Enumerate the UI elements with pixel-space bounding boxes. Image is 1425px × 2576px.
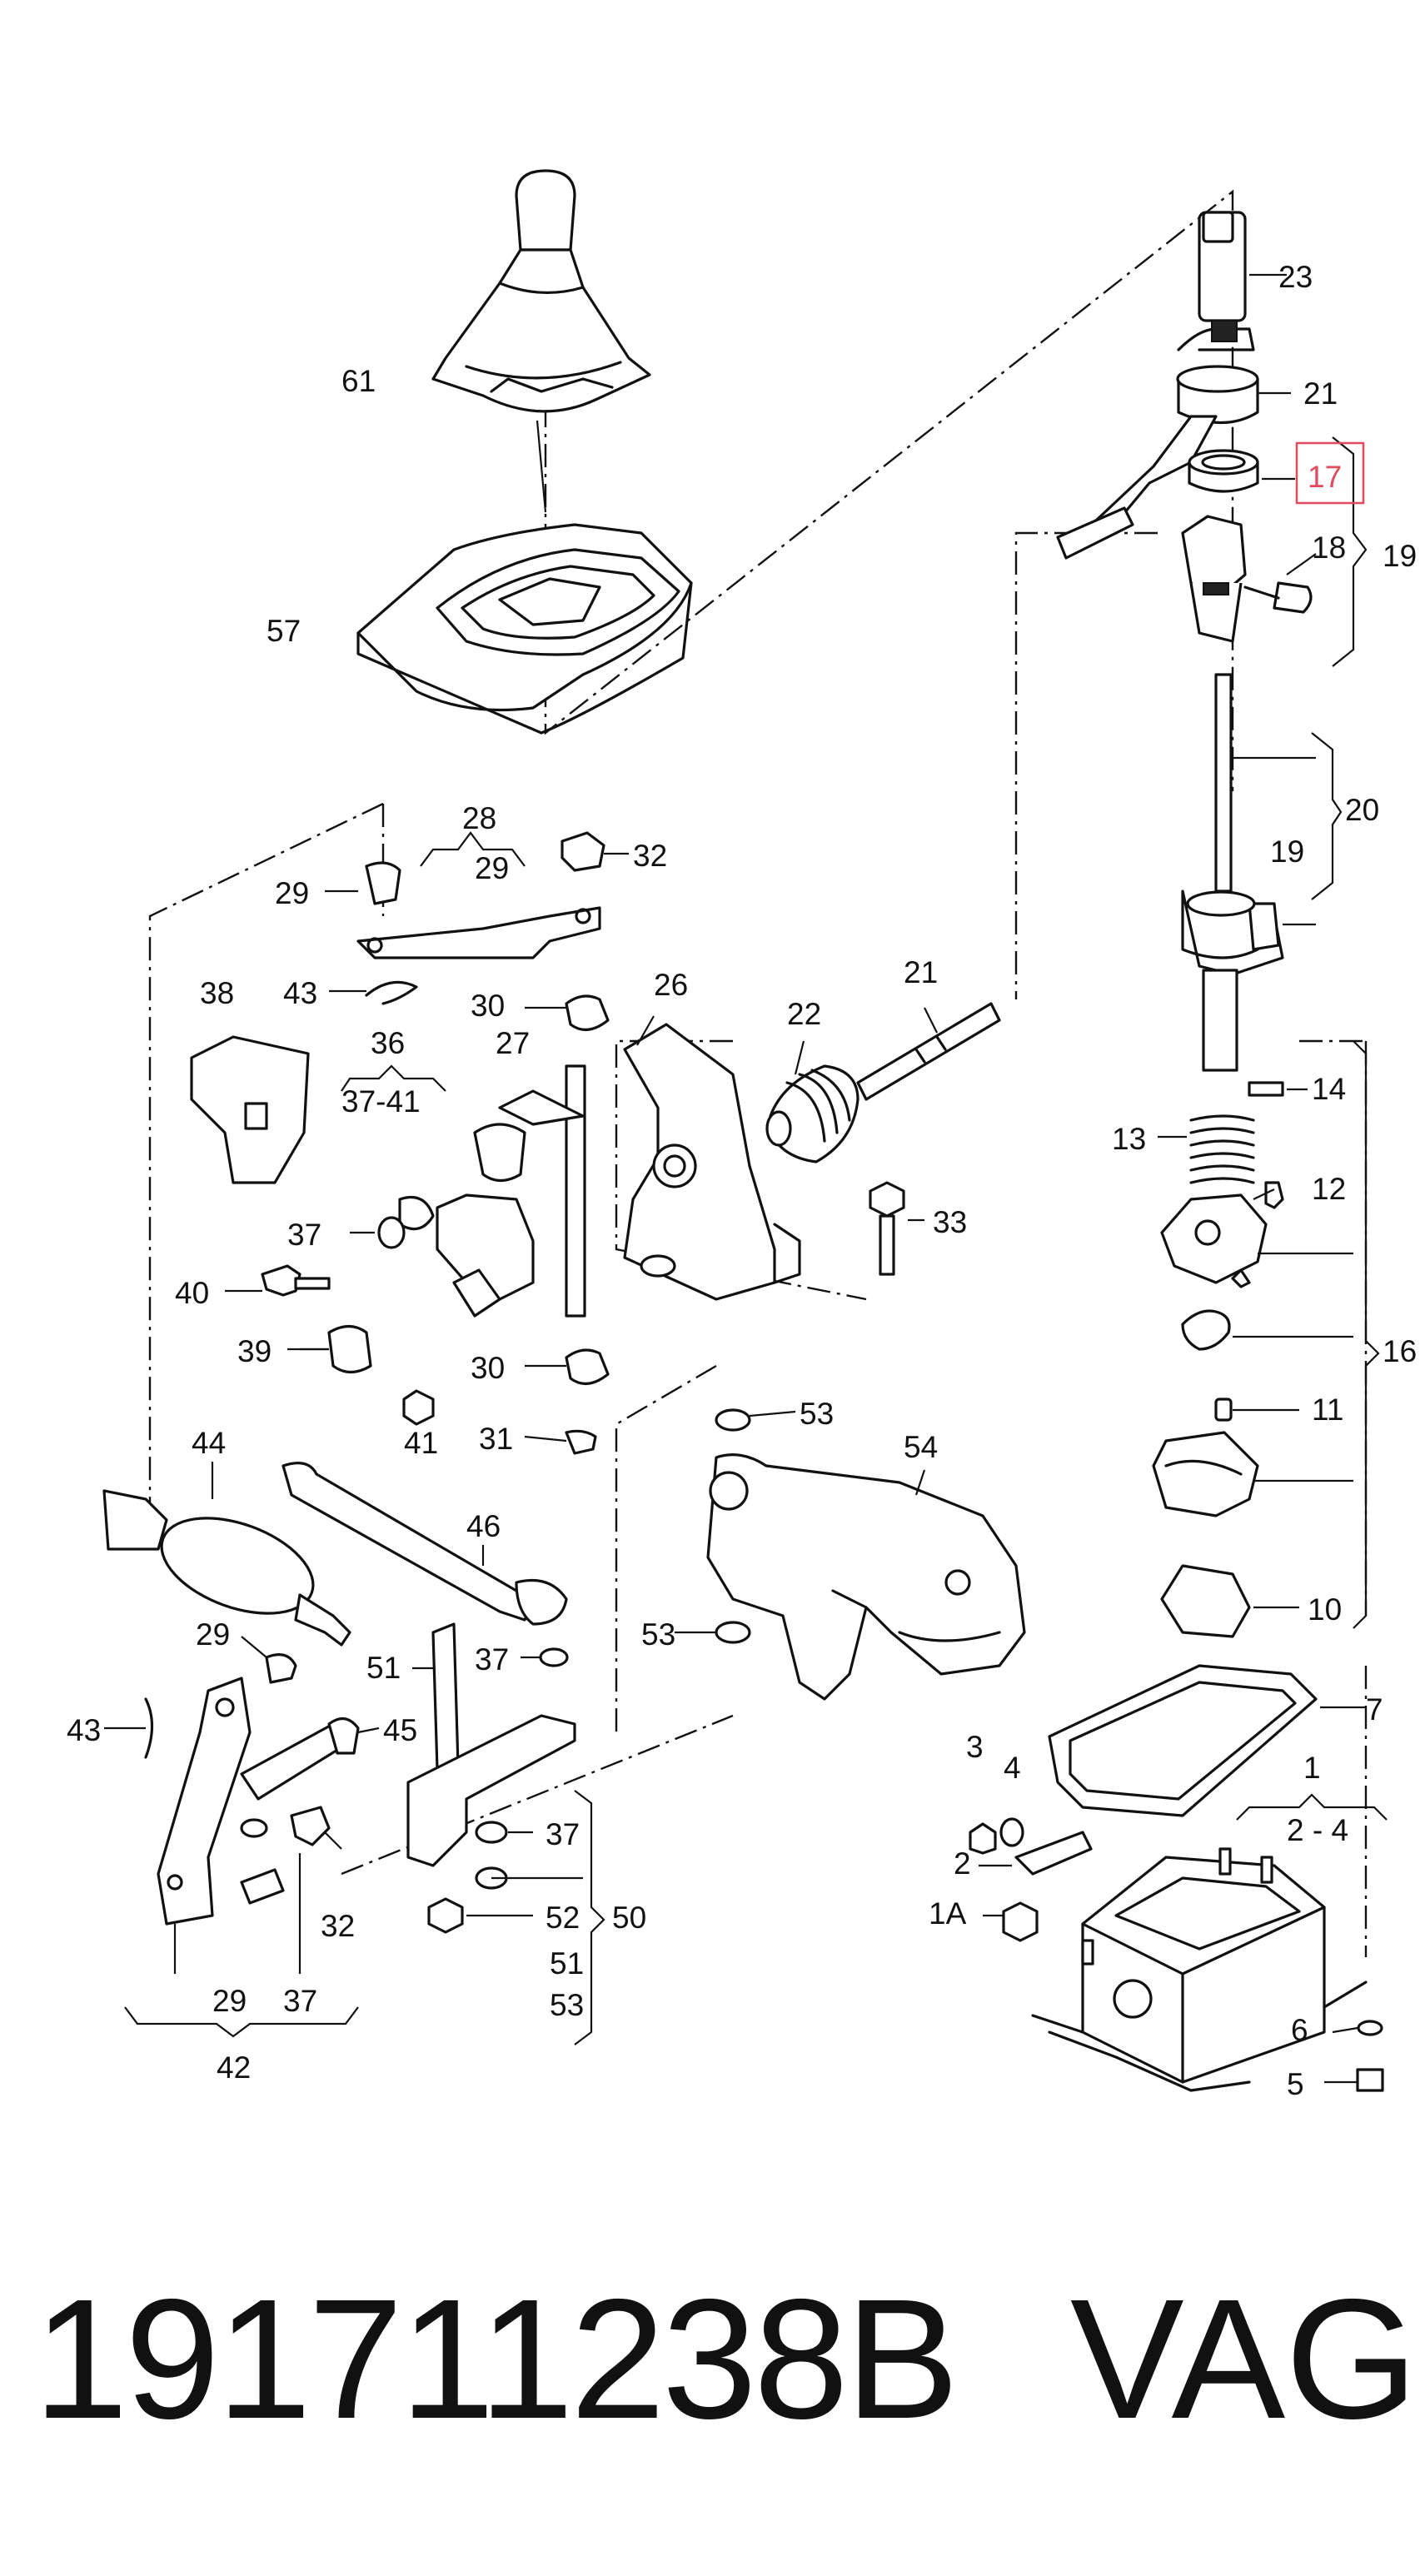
callout-30-a: 30 bbox=[471, 989, 505, 1023]
callout-40: 40 bbox=[175, 1276, 209, 1310]
highlight-box-17 bbox=[1295, 441, 1365, 505]
selector-parts-36-41 bbox=[261, 1193, 535, 1426]
callout-26: 26 bbox=[654, 968, 688, 1002]
callout-2: 2 bbox=[954, 1846, 971, 1881]
callout-43-b: 43 bbox=[67, 1713, 101, 1747]
callout-27: 27 bbox=[496, 1026, 530, 1060]
bracket-54 bbox=[706, 1408, 1026, 1701]
braces bbox=[124, 436, 1388, 2045]
callout-37-a: 37 bbox=[287, 1218, 321, 1252]
callout-7: 7 bbox=[1366, 1692, 1383, 1726]
lever-42 bbox=[144, 1653, 297, 1926]
callout-21-top: 21 bbox=[1303, 376, 1338, 411]
console-trim bbox=[356, 523, 693, 735]
callout-1A: 1A bbox=[929, 1896, 967, 1931]
bracket-38 bbox=[190, 1035, 310, 1184]
callout-3: 3 bbox=[966, 1730, 984, 1764]
callout-4: 4 bbox=[1004, 1751, 1021, 1785]
callout-2-4: 2 - 4 bbox=[1287, 1813, 1348, 1847]
callout-37-41: 37-41 bbox=[341, 1084, 421, 1119]
callout-43-a: 43 bbox=[283, 976, 317, 1010]
callout-13: 13 bbox=[1112, 1122, 1146, 1156]
callout-5: 5 bbox=[1287, 2067, 1304, 2101]
leader-lines bbox=[104, 852, 938, 1974]
callout-32-b: 32 bbox=[321, 1909, 355, 1943]
callout-52: 52 bbox=[546, 1901, 580, 1935]
callout-45: 45 bbox=[383, 1713, 417, 1747]
brand-caption: VAG bbox=[1070, 2264, 1418, 2454]
rubber-bush-21 bbox=[1176, 365, 1291, 424]
callout-labels: 61 57 23 21 17 18 19 20 19 14 13 12 16 1… bbox=[67, 260, 1417, 2101]
callout-44: 44 bbox=[192, 1426, 226, 1460]
callout-11: 11 bbox=[1312, 1393, 1343, 1427]
callout-50: 50 bbox=[612, 1901, 646, 1935]
callout-16: 16 bbox=[1383, 1334, 1417, 1368]
callout-1: 1 bbox=[1303, 1751, 1321, 1785]
callout-22: 22 bbox=[787, 997, 821, 1031]
lever-27 bbox=[473, 1064, 586, 1318]
damper-44 bbox=[102, 1489, 351, 1647]
callout-57: 57 bbox=[267, 614, 301, 648]
callout-38: 38 bbox=[200, 976, 234, 1010]
callout-29-c: 29 bbox=[196, 1617, 230, 1652]
callout-19-mid: 19 bbox=[1270, 835, 1304, 869]
clip-43 bbox=[365, 980, 418, 1005]
shift-rod-top-23 bbox=[1177, 211, 1287, 351]
callout-20: 20 bbox=[1345, 793, 1379, 827]
callout-12: 12 bbox=[1312, 1172, 1346, 1206]
bracket-26 bbox=[623, 1023, 801, 1301]
callout-29-d: 29 bbox=[212, 1984, 247, 2018]
callout-32-a: 32 bbox=[633, 839, 667, 873]
gear-knob-boot bbox=[431, 169, 651, 513]
spring-13 bbox=[1158, 1114, 1255, 1184]
callout-42: 42 bbox=[217, 2050, 251, 2085]
callout-10: 10 bbox=[1308, 1592, 1342, 1627]
link-45 bbox=[240, 1717, 360, 1846]
bearing-ring-17 bbox=[1188, 449, 1295, 493]
plate-28 bbox=[356, 831, 605, 959]
gasket-7 bbox=[1048, 1664, 1366, 1817]
callout-33: 33 bbox=[933, 1205, 967, 1239]
callout-19-top: 19 bbox=[1383, 539, 1417, 573]
callout-14: 14 bbox=[1312, 1072, 1346, 1106]
shift-rod-20 bbox=[1181, 673, 1316, 1072]
callout-23: 23 bbox=[1278, 260, 1313, 294]
callout-54: 54 bbox=[904, 1430, 938, 1464]
callout-21-mid: 21 bbox=[904, 955, 938, 989]
callout-30-b: 30 bbox=[471, 1351, 505, 1385]
callout-51-b: 51 bbox=[550, 1946, 584, 1981]
callout-61: 61 bbox=[341, 364, 376, 398]
lever-arm bbox=[1056, 415, 1218, 560]
pin-14 bbox=[1248, 1081, 1308, 1097]
callout-46: 46 bbox=[466, 1509, 501, 1543]
callout-53-b: 53 bbox=[641, 1617, 675, 1652]
guide-housing-16 bbox=[1152, 1181, 1353, 1638]
callout-39: 39 bbox=[237, 1334, 272, 1368]
rod-46 bbox=[282, 1462, 568, 1626]
callout-37-c: 37 bbox=[546, 1817, 580, 1851]
callout-17: 17 bbox=[1308, 460, 1342, 494]
callout-18: 18 bbox=[1312, 531, 1346, 565]
callout-41: 41 bbox=[404, 1426, 438, 1460]
rod-21 bbox=[856, 1002, 1001, 1101]
selector-block-18 bbox=[1181, 515, 1317, 643]
callout-53-a: 53 bbox=[800, 1397, 834, 1431]
callout-37-d: 37 bbox=[283, 1984, 317, 2018]
small-fasteners-1A-6 bbox=[969, 1817, 1384, 2092]
callout-31: 31 bbox=[479, 1422, 513, 1456]
callout-6: 6 bbox=[1291, 2013, 1308, 2047]
bushes-30 bbox=[565, 994, 610, 1455]
exploded-parts-diagram: 61 57 23 21 17 18 19 20 19 14 13 12 16 1… bbox=[67, 169, 1417, 2101]
callout-28: 28 bbox=[462, 801, 496, 835]
callout-36: 36 bbox=[371, 1026, 405, 1060]
callout-51-a: 51 bbox=[366, 1651, 401, 1685]
bolt-33 bbox=[869, 1181, 905, 1276]
callout-29-b: 29 bbox=[475, 851, 509, 885]
callout-53-c: 53 bbox=[550, 1988, 584, 2022]
housing-1 bbox=[1031, 1847, 1368, 2092]
part-number-caption: 191711238B bbox=[33, 2264, 959, 2454]
boot-22 bbox=[765, 1064, 859, 1163]
callout-29-a: 29 bbox=[275, 876, 309, 910]
callout-37-b: 37 bbox=[475, 1642, 509, 1677]
